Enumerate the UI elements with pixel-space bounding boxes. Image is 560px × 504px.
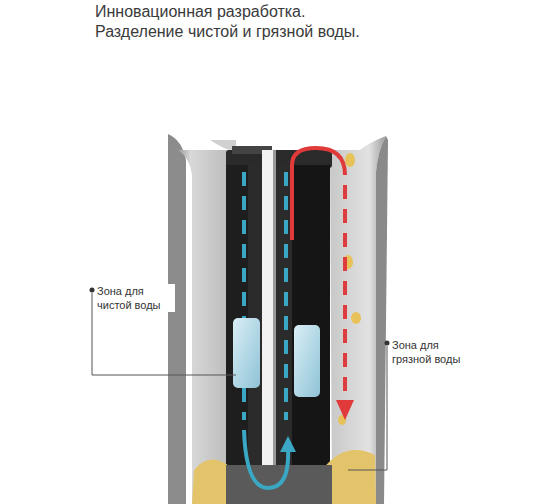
zone-label: Зона для чистой воды [97, 284, 175, 312]
diagram-title: Инновационная разработка. Разделение чис… [95, 2, 385, 42]
zone-label: Зона для грязной воды [392, 338, 474, 366]
